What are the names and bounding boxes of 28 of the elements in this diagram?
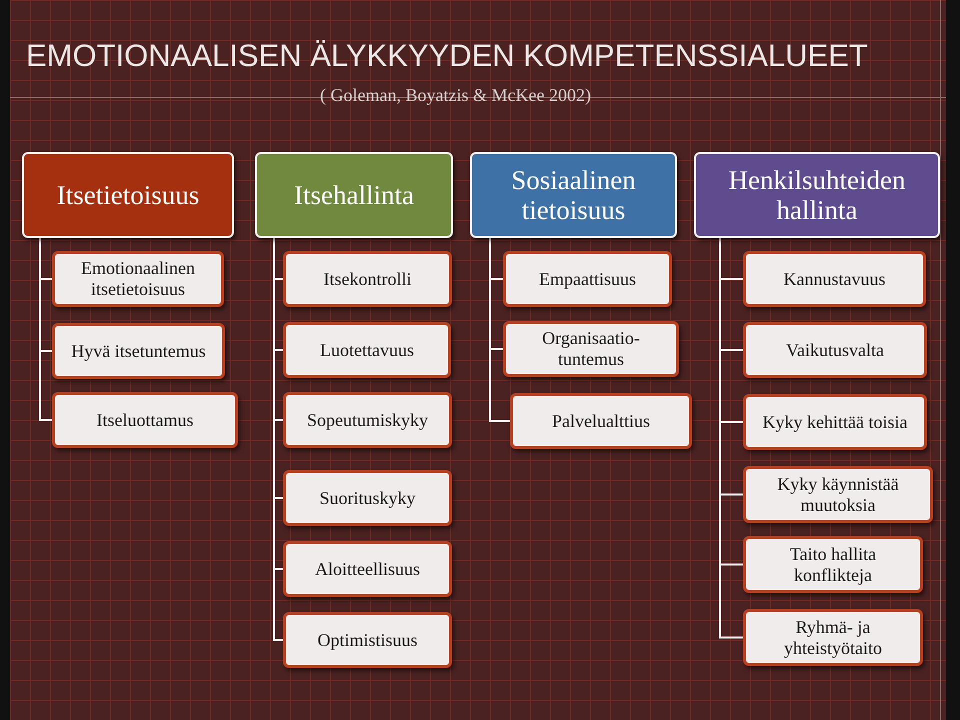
category-header: Sosiaalinen tietoisuus xyxy=(470,152,677,238)
competence-box: Kyky käynnistää muutoksia xyxy=(743,466,933,523)
competence-box: Taito hallita konflikteja xyxy=(743,536,923,593)
competence-box: Empaattisuus xyxy=(503,251,672,307)
competence-box: Suorituskyky xyxy=(283,470,452,526)
competence-box: Ryhmä- ja yhteistyötaito xyxy=(743,609,923,666)
title: EMOTIONAALISEN ÄLYKKYYDEN KOMPETENSSIALUEET xyxy=(26,37,868,75)
competence-box: Kannustavuus xyxy=(743,251,926,307)
competence-box: Kyky kehittää toisia xyxy=(743,394,927,450)
category-header: Henkilsuhteiden hallinta xyxy=(694,152,940,238)
competence-box: Optimistisuus xyxy=(283,612,452,668)
competence-box: Vaikutusvalta xyxy=(743,322,927,378)
connector-line xyxy=(39,238,52,421)
connector-line xyxy=(719,238,743,638)
competence-box: Sopeutumiskyky xyxy=(283,392,452,448)
competence-box: Hyvä itsetuntemus xyxy=(52,323,225,379)
competence-box: Emotionaalinen itsetietoisuus xyxy=(52,251,224,307)
competence-box: Aloitteellisuus xyxy=(283,541,452,597)
competence-box: Itseluottamus xyxy=(52,392,238,448)
category-header: Itsetietoisuus xyxy=(22,152,234,238)
citation: ( Goleman, Boyatzis & McKee 2002) xyxy=(320,84,591,106)
connector-line xyxy=(489,238,510,422)
competence-box: Organisaatio-tuntemus xyxy=(503,321,679,377)
competence-box: Palvelualttius xyxy=(510,393,692,449)
category-header: Itsehallinta xyxy=(255,152,453,238)
competence-box: Itsekontrolli xyxy=(283,251,452,307)
competence-box: Luotettavuus xyxy=(283,322,451,378)
connector-line xyxy=(273,238,283,641)
